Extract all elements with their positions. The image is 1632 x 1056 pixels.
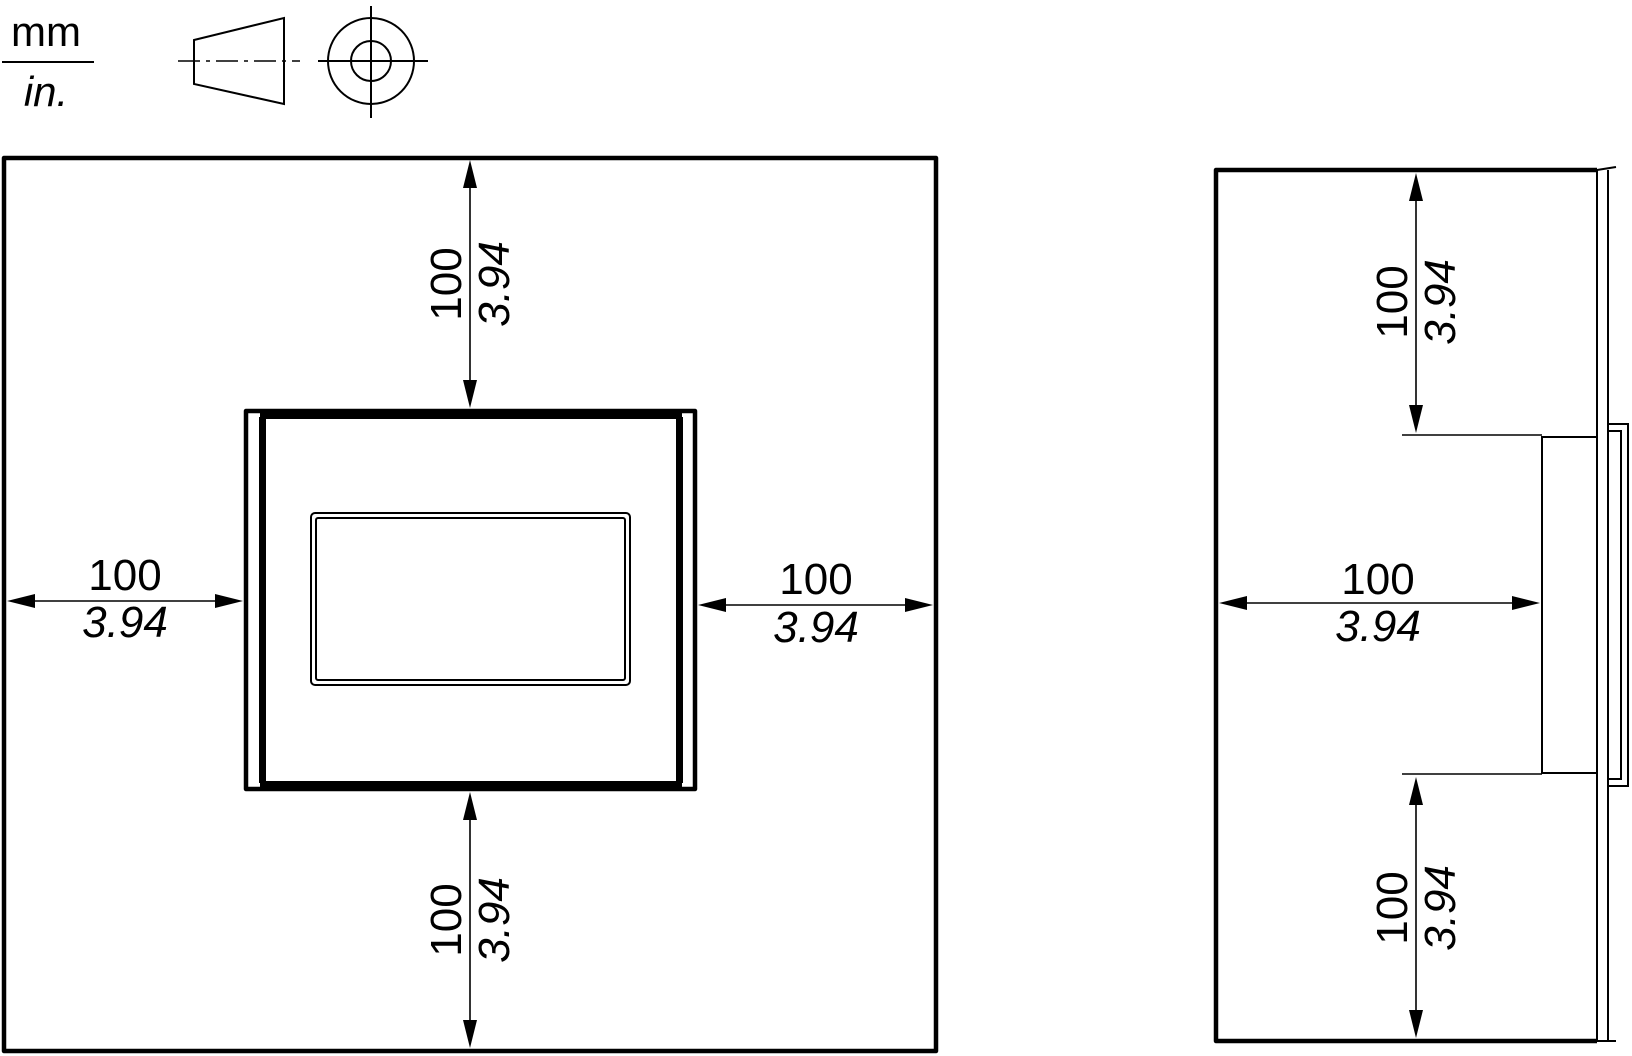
side-view: 100 3.94 100 3.94 100 3.94 (1213, 166, 1629, 1044)
front-left-value-secondary: 3.94 (82, 598, 168, 647)
bezel-top-band (260, 411, 682, 418)
device-bezel-inner (259, 417, 683, 783)
unit-primary-label: mm (11, 8, 81, 55)
front-dimension-bottom: 100 3.94 (422, 792, 519, 1048)
side-bottom-value-primary: 100 (1368, 871, 1417, 944)
side-device-bezel (1608, 423, 1629, 787)
display-window-inner (315, 517, 626, 681)
front-dimension-right: 100 3.94 (698, 555, 933, 652)
front-bottom-value-secondary: 3.94 (470, 877, 519, 963)
front-top-value-primary: 100 (422, 247, 471, 320)
side-left-value-primary: 100 (1341, 555, 1414, 604)
front-view: 100 3.94 100 3.94 100 3.94 100 3.94 (1, 155, 939, 1054)
bezel-left-band (260, 411, 266, 789)
front-left-value-primary: 100 (88, 551, 161, 600)
side-left-value-secondary: 3.94 (1335, 602, 1421, 651)
front-device (243, 408, 698, 792)
third-angle-projection-icon (178, 6, 428, 118)
front-clearance-boundary (1, 155, 939, 1054)
front-top-value-secondary: 3.94 (470, 241, 519, 327)
side-top-value-primary: 100 (1368, 265, 1417, 338)
side-top-value-secondary: 3.94 (1416, 259, 1465, 345)
side-dimension-left: 100 3.94 (1219, 555, 1540, 651)
units-legend: mm in. (2, 8, 94, 115)
device-bezel (243, 408, 698, 792)
side-dimension-bottom: 100 3.94 (1368, 777, 1465, 1038)
front-bottom-value-primary: 100 (422, 883, 471, 956)
side-mounting-panel (1596, 166, 1617, 1042)
bezel-right-band (676, 411, 682, 789)
side-device-body (1541, 436, 1598, 774)
bezel-bottom-band (260, 782, 682, 789)
side-bottom-value-secondary: 3.94 (1416, 865, 1465, 951)
side-dimension-top: 100 3.94 (1368, 173, 1465, 433)
display-window-outer (310, 512, 631, 686)
front-dimension-left: 100 3.94 (7, 551, 243, 647)
unit-secondary-label: in. (24, 68, 68, 115)
front-right-value-primary: 100 (779, 555, 852, 604)
side-clearance-boundary (1213, 167, 1597, 1044)
side-device-bezel-inner (1608, 430, 1622, 780)
front-dimension-top: 100 3.94 (422, 160, 519, 408)
front-right-value-secondary: 3.94 (773, 603, 859, 652)
